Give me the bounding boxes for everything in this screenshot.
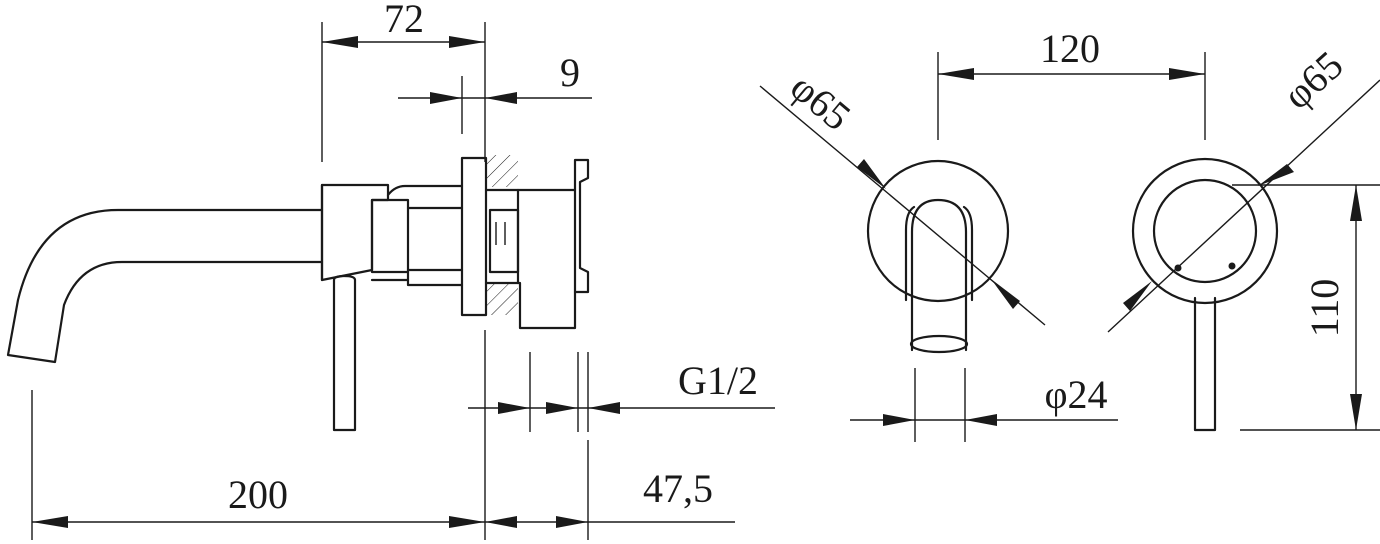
side-view: 72 9 G1/2 200 bbox=[6, 0, 775, 540]
wall-hatch-top bbox=[486, 155, 518, 187]
dim-120-label: 120 bbox=[1040, 26, 1100, 71]
front-view: 120 φ65 φ65 φ24 bbox=[759, 26, 1380, 442]
handle-front bbox=[1193, 296, 1217, 432]
right-rosette bbox=[1131, 157, 1279, 305]
dim-thread: G1/2 bbox=[468, 352, 775, 432]
left-rosette bbox=[866, 159, 1010, 303]
concealed-body bbox=[484, 158, 590, 330]
spout-outlet bbox=[909, 334, 969, 354]
wall-hatch-bottom bbox=[486, 283, 518, 315]
dim-47-5-label: 47,5 bbox=[643, 466, 713, 511]
dim-phi24-label: φ24 bbox=[1044, 372, 1107, 417]
handle-lever bbox=[332, 274, 357, 432]
dim-backplate-depth: 72 bbox=[321, 0, 486, 162]
dim-110-label: 110 bbox=[1302, 279, 1347, 338]
dim-72-label: 72 bbox=[384, 0, 424, 41]
dim-9-label: 9 bbox=[560, 50, 580, 95]
dim-body-length: 47,5 bbox=[485, 440, 735, 540]
dim-center-distance: 120 bbox=[937, 26, 1206, 140]
dim-plate-thickness: 9 bbox=[398, 50, 592, 134]
spout-front bbox=[910, 198, 968, 352]
wall-plate bbox=[460, 156, 488, 317]
dim-left-rosette: φ65 bbox=[759, 64, 1046, 326]
dim-handle-height: 110 bbox=[1232, 184, 1380, 431]
dim-left-phi65-label: φ65 bbox=[782, 64, 859, 139]
right-rosette-inner bbox=[1152, 178, 1258, 284]
dim-spout-length: 200 bbox=[31, 330, 486, 540]
dim-200-label: 200 bbox=[228, 472, 288, 517]
dim-spout-diameter: φ24 bbox=[850, 368, 1118, 442]
dim-g12-label: G1/2 bbox=[678, 358, 758, 403]
valve-body bbox=[370, 198, 410, 274]
spout-outline bbox=[6, 208, 324, 364]
dim-right-phi65-label: φ65 bbox=[1274, 42, 1351, 118]
